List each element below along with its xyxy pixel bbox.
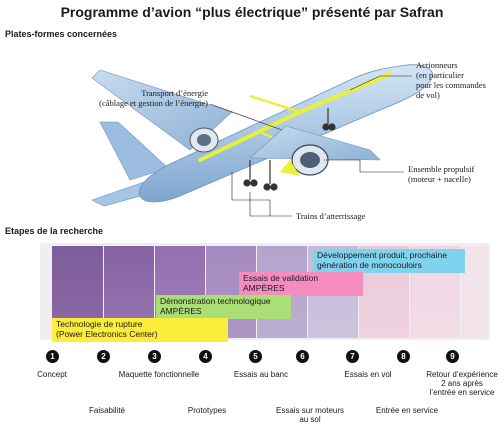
milestone-label-retour-experience: Retour d’expérience 2 ans après l’entrée… xyxy=(426,370,498,397)
milestone-8: 8 xyxy=(397,350,410,363)
milestone-label-concept: Concept xyxy=(37,370,67,379)
right-engine-fan xyxy=(300,152,320,168)
phase-label-entree-service: Entrée en service xyxy=(375,406,439,415)
phase-label-essais-moteurs: Essais sur moteurs au sol xyxy=(275,406,345,424)
right-wing xyxy=(249,125,381,161)
milestone-9: 9 xyxy=(446,350,459,363)
milestone-label-maquette: Maquette fonctionnelle xyxy=(118,370,200,379)
callout-trains-atterrissage: Trains d’atterrissage xyxy=(296,211,366,221)
milestone-3: 3 xyxy=(148,350,161,363)
bar-technologie-rupture: Technologie de rupture (Power Electronic… xyxy=(52,318,228,342)
callout-actionneurs: Actionneurs (en particulier pour les com… xyxy=(416,60,486,100)
callout-lines xyxy=(209,75,412,217)
section-heading-platforms: Plates-formes concernées xyxy=(5,29,118,39)
bar-developpement-produit: Développement produit, prochaine générat… xyxy=(313,249,465,273)
phase-label-prototypes: Prototypes xyxy=(187,406,227,415)
milestone-4: 4 xyxy=(199,350,212,363)
right-nacelle-highlight xyxy=(280,160,300,176)
milestone-label-essais-banc: Essais au banc xyxy=(233,370,289,379)
callout-transport-energie: Transport d’énergie (câblage et gestion … xyxy=(99,88,208,108)
milestone-1: 1 xyxy=(46,350,59,363)
bar-demonstration-technologique: Démonstration technologique AMPÈRES xyxy=(156,295,291,319)
landing-gear xyxy=(243,108,336,191)
milestone-label-essais-vol: Essais en vol xyxy=(344,370,392,379)
milestone-6: 6 xyxy=(296,350,309,363)
milestone-5: 5 xyxy=(249,350,262,363)
section-heading-research: Etapes de la recherche xyxy=(5,226,104,236)
page-title: Programme d’avion “plus électrique” prés… xyxy=(60,4,444,20)
callout-ensemble-propulsif: Ensemble propulsif (moteur + nacelle) xyxy=(408,164,475,184)
left-engine-fan xyxy=(197,134,211,146)
bar-essais-validation: Essais de validation AMPÈRES xyxy=(239,272,363,296)
milestone-7: 7 xyxy=(346,350,359,363)
milestone-2: 2 xyxy=(97,350,110,363)
phase-label-faisabilite: Faisabilité xyxy=(88,406,125,415)
timeline-column-9 xyxy=(461,246,488,338)
airplane-illustration xyxy=(91,64,433,217)
